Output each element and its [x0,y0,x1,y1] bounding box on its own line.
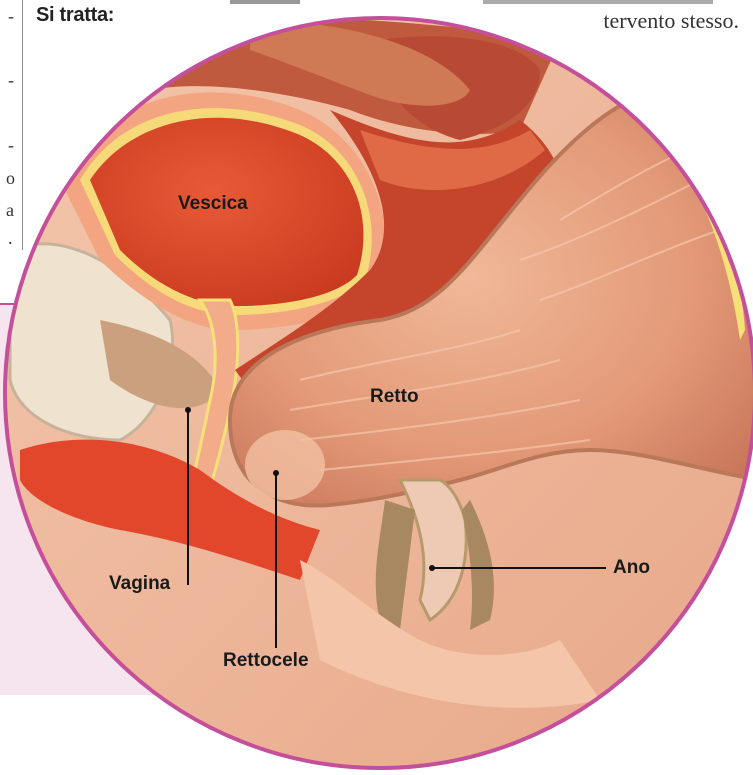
label-vagina: Vagina [109,573,170,595]
label-ano: Ano [613,557,650,579]
rettocele-leader-dot [273,470,279,476]
vagina-leader-dot [185,407,191,413]
label-rettocele: Rettocele [223,650,309,672]
label-retto: Retto [370,386,419,408]
ano-leader-dot [429,565,435,571]
label-vescica: Vescica [178,193,248,215]
